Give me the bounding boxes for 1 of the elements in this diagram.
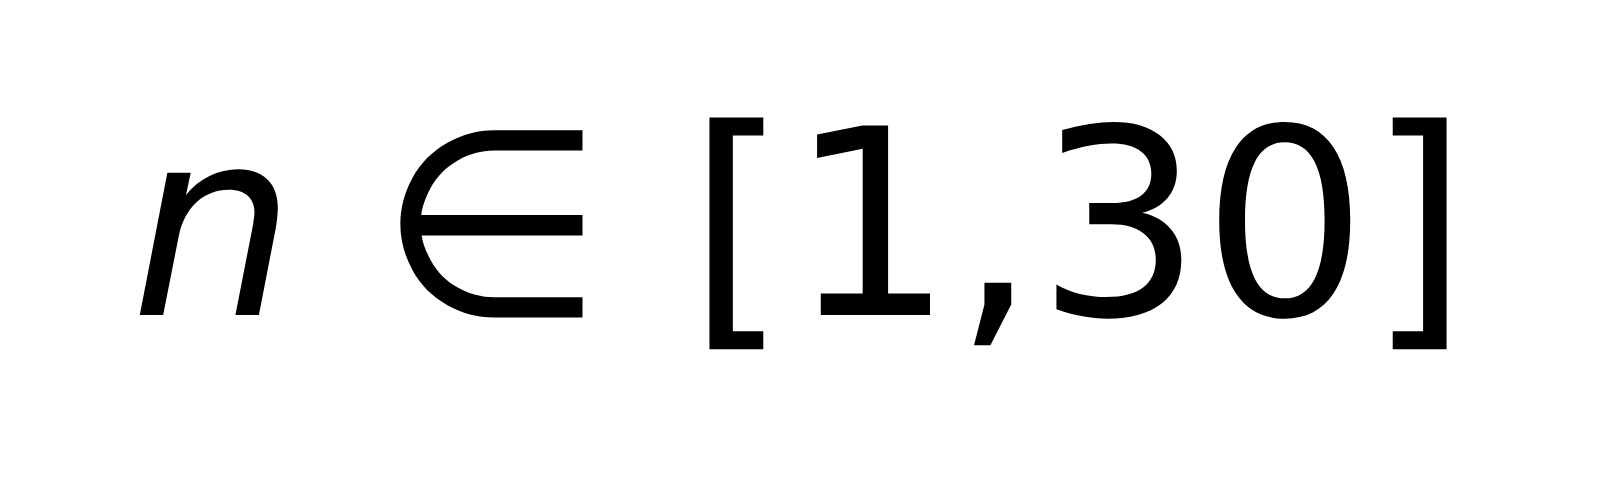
formula-label: n ∈ [1,30] (139, 117, 1447, 350)
